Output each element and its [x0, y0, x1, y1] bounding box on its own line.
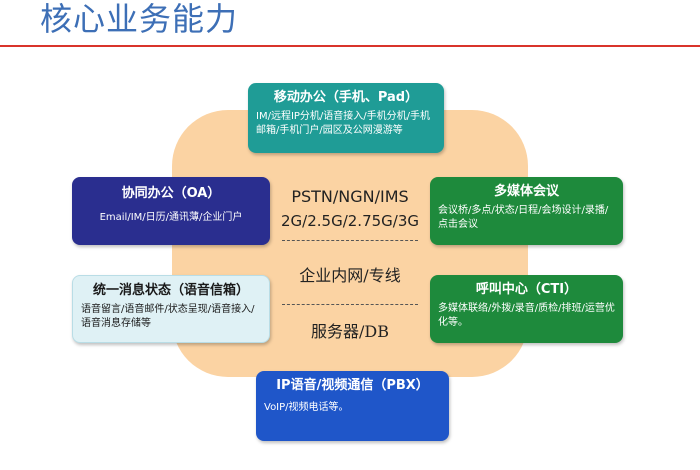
dashed-divider-1: [282, 240, 418, 241]
card-collaborative-office: 协同办公（OA） Email/IM/日历/通讯薄/企业门户: [72, 177, 270, 245]
card-description: VoIP/视频电话等。: [264, 402, 349, 413]
card-title: 多媒体会议: [493, 184, 559, 199]
card-title: 呼叫中心（CTI）: [475, 282, 578, 297]
card-description: 多媒体联络/外拨/录音/质检/排班/运营优化等。: [438, 303, 615, 328]
card-title: 协同办公（OA）: [121, 186, 221, 201]
mobile-networks-label: 2G/2.5G/2.75G/3G: [281, 212, 419, 230]
card-description: 语音留言/语音邮件/状态呈现/语音接入/语音消息存储等: [81, 304, 255, 329]
card-description: IM/远程IP分机/语音接入/手机分机/手机邮箱/手机门户/园区及公网漫游等: [256, 111, 431, 136]
card-ip-voice-video: IP语音/视频通信（PBX） VoIP/视频电话等。: [256, 371, 449, 441]
network-protocols-label: PSTN/NGN/IMS: [291, 187, 409, 206]
card-title: 移动办公（手机、Pad）: [273, 90, 419, 105]
card-description: Email/IM/日历/通讯薄/企业门户: [99, 212, 243, 223]
card-description: 会议桥/多点/状态/日程/会场设计/录播/点击会议: [438, 205, 609, 230]
card-title: 统一消息状态（语音信箱）: [92, 283, 249, 298]
card-title: IP语音/视频通信（PBX）: [276, 378, 429, 393]
page-title: 核心业务能力: [40, 0, 239, 38]
dashed-divider-2: [282, 304, 418, 305]
title-divider: [0, 45, 700, 47]
card-unified-messaging: 统一消息状态（语音信箱） 语音留言/语音邮件/状态呈现/语音接入/语音消息存储等: [72, 275, 270, 343]
enterprise-network-label: 企业内网/专线: [299, 266, 401, 285]
server-db-label: 服务器/DB: [311, 322, 389, 341]
card-call-center: 呼叫中心（CTI） 多媒体联络/外拨/录音/质检/排班/运营优化等。: [430, 275, 623, 343]
card-mobile-office: 移动办公（手机、Pad） IM/远程IP分机/语音接入/手机分机/手机邮箱/手机…: [248, 83, 444, 153]
card-multimedia-conference: 多媒体会议 会议桥/多点/状态/日程/会场设计/录播/点击会议: [430, 177, 623, 245]
